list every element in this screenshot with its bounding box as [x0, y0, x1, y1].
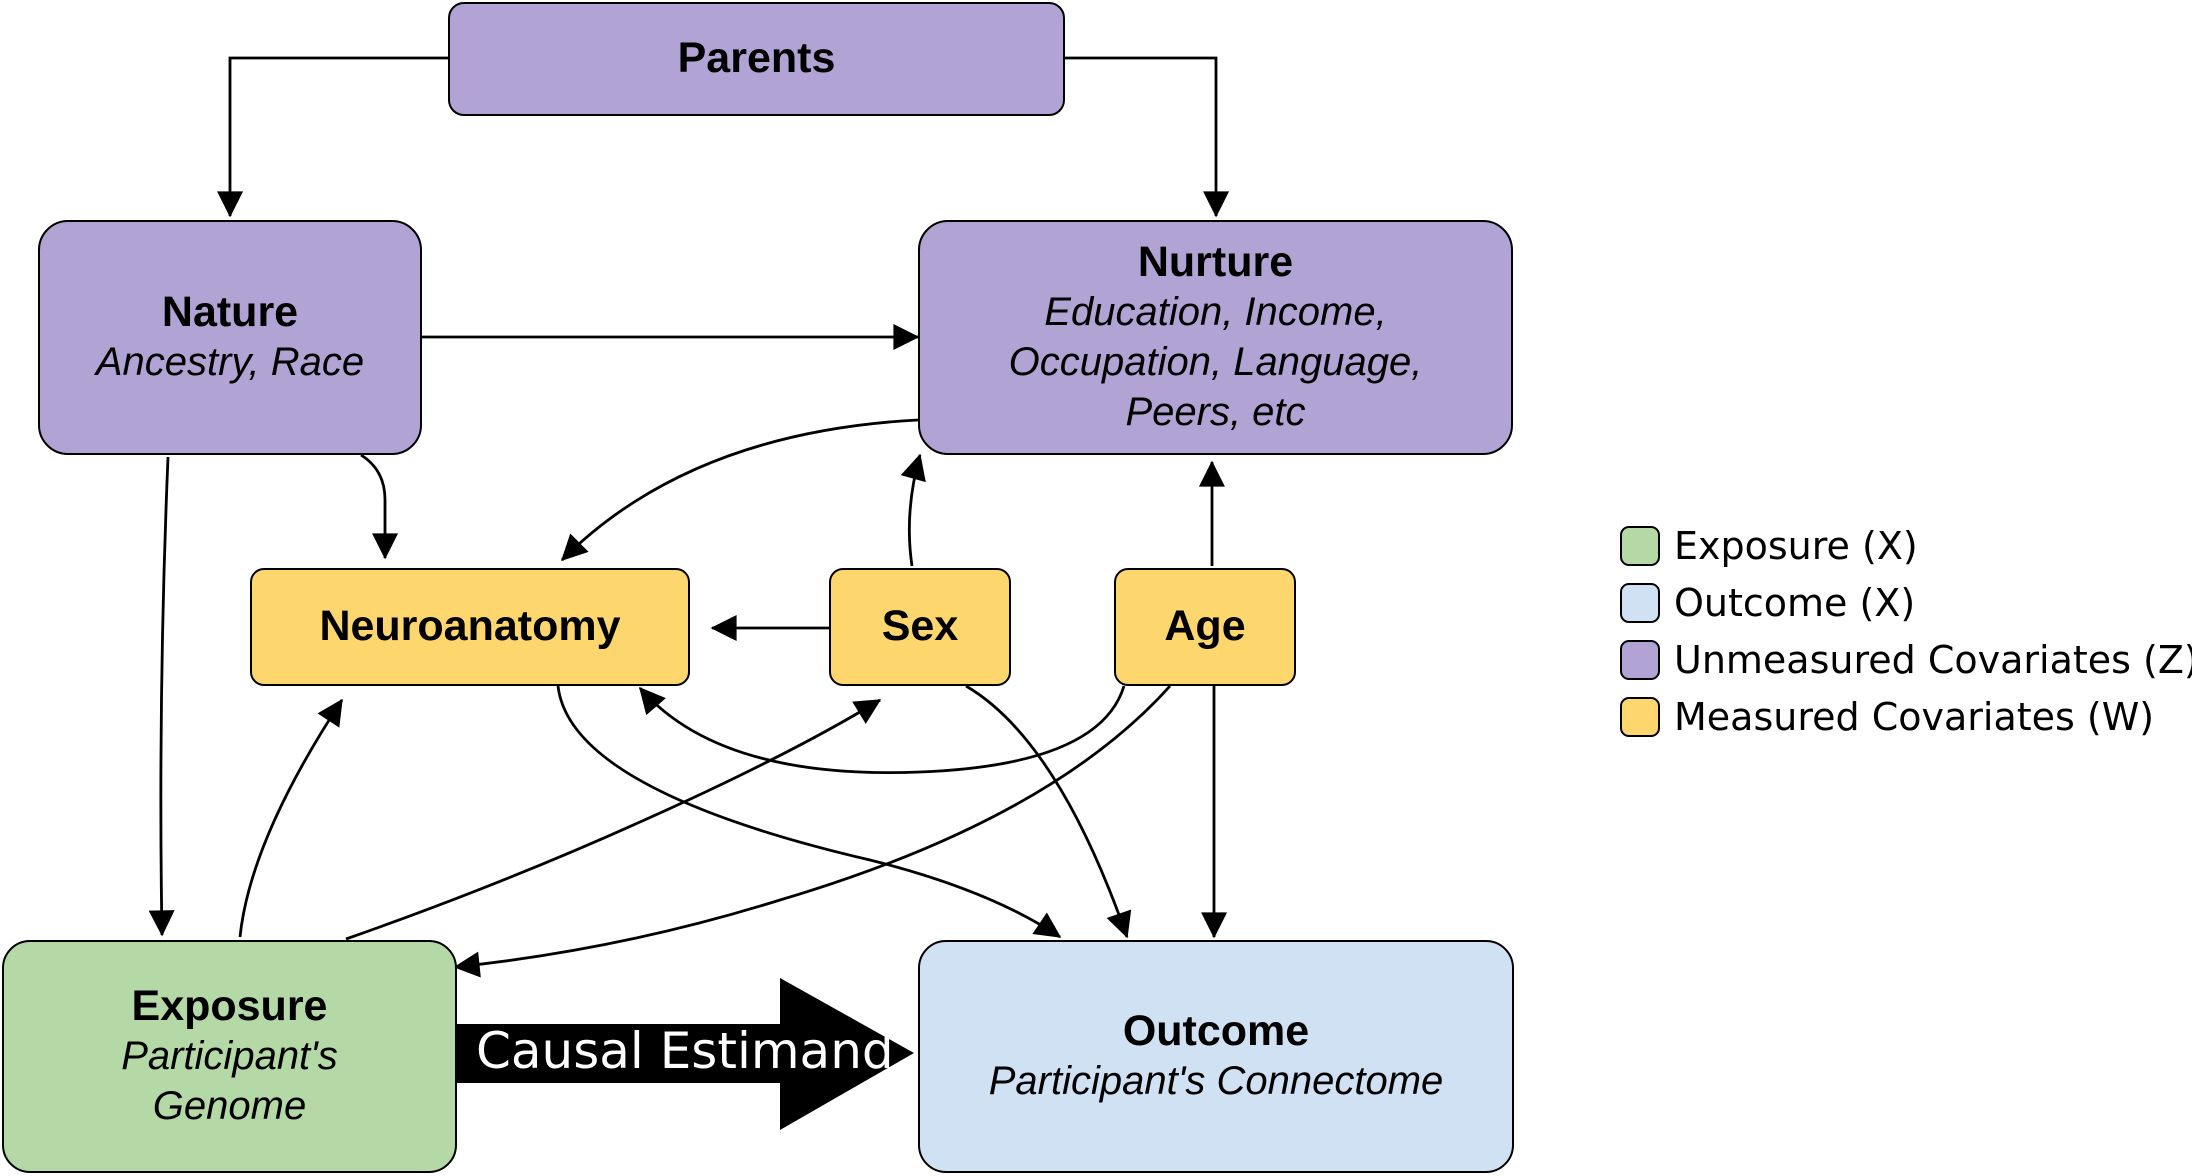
legend-item-unmeasured: Unmeasured Covariates (Z) [1620, 638, 2192, 682]
legend-swatch-exposure [1620, 526, 1660, 566]
legend-label-unmeasured: Unmeasured Covariates (Z) [1674, 638, 2192, 682]
edge-exposure-sex [345, 698, 882, 941]
edge-age-neuroanatomy [638, 685, 1126, 774]
edge-exposure-neuroanatomy [238, 698, 344, 938]
edge-nurture-neuroanatomy [561, 418, 919, 562]
nurture-title: Nurture [1137, 237, 1294, 286]
legend-label-measured: Measured Covariates (W) [1674, 695, 2155, 739]
legend-swatch-unmeasured [1620, 640, 1660, 680]
edge-nature-exposure [148, 456, 175, 937]
legend-swatch-measured [1620, 697, 1660, 737]
node-nurture: Nurture Education, Income, Occupation, L… [918, 220, 1513, 455]
nature-subtitle: Ancestry, Race [95, 340, 365, 385]
legend-label-outcome: Outcome (X) [1674, 581, 1916, 625]
edge-parents-nature [217, 56, 449, 218]
node-exposure: Exposure Participant's Genome [2, 940, 457, 1173]
edge-parents-nurture [1064, 56, 1230, 218]
nurture-subtitle: Education, Income, Occupation, Language,… [1008, 290, 1423, 435]
exposure-subtitle: Participant's Genome [121, 1034, 338, 1129]
sex-title: Sex [881, 602, 959, 651]
legend-label-exposure: Exposure (X) [1674, 524, 1918, 568]
node-age: Age [1114, 568, 1296, 686]
nature-title: Nature [161, 287, 299, 336]
legend-item-measured: Measured Covariates (W) [1620, 695, 2154, 739]
legend-item-exposure: Exposure (X) [1620, 524, 1918, 568]
node-nature: Nature Ancestry, Race [38, 220, 422, 455]
outcome-title: Outcome [1122, 1006, 1310, 1055]
causal-estimand-arrow [457, 978, 914, 1130]
exposure-title: Exposure [131, 981, 328, 1030]
outcome-subtitle: Participant's Connectome [988, 1059, 1444, 1104]
legend-item-outcome: Outcome (X) [1620, 581, 1915, 625]
parents-title: Parents [677, 34, 836, 83]
node-outcome: Outcome Participant's Connectome [918, 940, 1514, 1173]
age-title: Age [1164, 602, 1246, 651]
node-parents: Parents [448, 2, 1065, 116]
edge-sex-outcome [965, 684, 1132, 939]
node-neuroanatomy: Neuroanatomy [250, 568, 690, 686]
edge-neuroanatomy-outcome [556, 685, 1062, 939]
neuroanatomy-title: Neuroanatomy [319, 602, 621, 651]
causal-estimand-label: Causal Estimand [476, 1022, 894, 1080]
legend-swatch-outcome [1620, 583, 1660, 623]
edge-nature-neuroanatomy [360, 453, 399, 560]
edge-age-exposure [453, 685, 1172, 978]
node-sex: Sex [829, 568, 1011, 686]
edge-sex-nurture [900, 453, 926, 567]
